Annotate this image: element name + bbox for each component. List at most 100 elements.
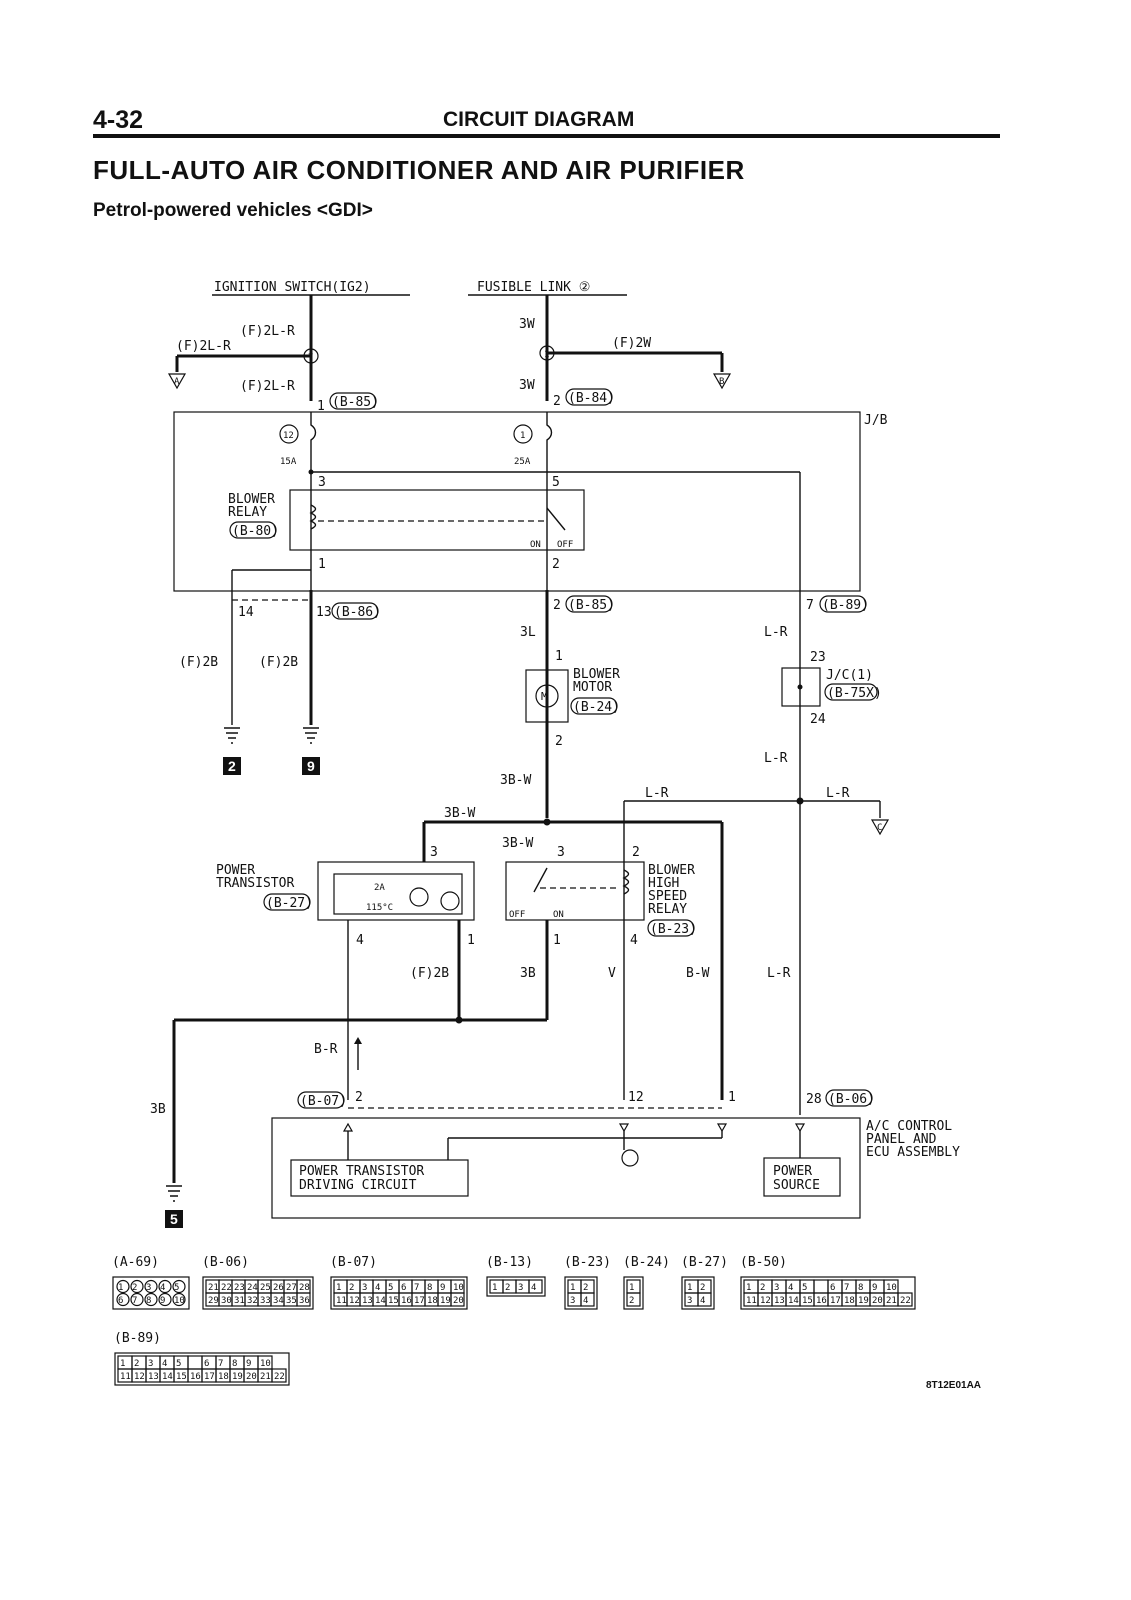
wire-br: B-R bbox=[314, 1042, 338, 1057]
connector-pin-number: 31 bbox=[234, 1296, 245, 1306]
connector-pin bbox=[897, 1292, 913, 1307]
connector-pin-number: 4 bbox=[700, 1296, 705, 1306]
ground-9-icon bbox=[303, 727, 319, 744]
ground-5-icon bbox=[166, 1185, 182, 1202]
connector-pin-number: 19 bbox=[858, 1296, 869, 1306]
header-rule bbox=[93, 134, 1000, 138]
ground-2-icon bbox=[224, 727, 240, 744]
connector-pin-number: 20 bbox=[872, 1296, 883, 1306]
blower-relay-label-1: BLOWER bbox=[228, 492, 275, 507]
connector-pin bbox=[130, 1292, 144, 1307]
connector-b80-tag bbox=[229, 521, 277, 539]
blower-relay-label-2: RELAY bbox=[228, 505, 267, 520]
fuse-1-number: 1 bbox=[520, 431, 525, 441]
power-source-label-2: SOURCE bbox=[773, 1178, 820, 1193]
fuse-12-marker bbox=[279, 424, 299, 444]
wire-bw: B-W bbox=[686, 966, 710, 981]
offpage-a-icon bbox=[167, 373, 187, 390]
jc1-node bbox=[797, 684, 803, 690]
pin-24: 24 bbox=[810, 712, 826, 727]
pin-2-b85: 2 bbox=[553, 598, 561, 613]
connector-pin-number: 17 bbox=[830, 1296, 841, 1306]
connector-b85-top-tag bbox=[329, 392, 377, 410]
connector-pin-number: 2 bbox=[583, 1283, 588, 1293]
connector-pin-number: 8 bbox=[232, 1359, 237, 1369]
connector-view-label: (B-27) bbox=[681, 1255, 728, 1270]
ground-2-badge bbox=[223, 757, 241, 775]
jc1-box bbox=[781, 667, 821, 707]
connector-pin-number: 6 bbox=[204, 1359, 209, 1369]
connector-b27-tag bbox=[263, 893, 311, 911]
connector-view-label: (B-07) bbox=[330, 1255, 377, 1270]
connector-pin bbox=[144, 1279, 158, 1294]
connector-pin-number: 10 bbox=[453, 1283, 464, 1293]
connector-b85-top: (B-85) bbox=[332, 395, 379, 410]
pin-4-pt: 4 bbox=[356, 933, 364, 948]
wire-f2lr-2: (F)2L-R bbox=[240, 379, 295, 394]
connector-pin-number: 11 bbox=[746, 1296, 757, 1306]
connector-pin-number: 21 bbox=[260, 1372, 271, 1382]
connector-pin-number: 15 bbox=[388, 1296, 399, 1306]
pin-13: 13 bbox=[316, 605, 332, 620]
connector-b07: (B-07) bbox=[300, 1094, 347, 1109]
wire-3b-a: 3B bbox=[520, 966, 536, 981]
blower-motor-box bbox=[525, 669, 569, 723]
pin-4-hs: 4 bbox=[630, 933, 638, 948]
wire-3bw-a: 3B-W bbox=[500, 773, 531, 788]
pin-1-relay: 1 bbox=[318, 557, 326, 572]
connector-view-frame bbox=[202, 1276, 314, 1310]
fuse-12-icon bbox=[310, 412, 317, 456]
page-subtitle: Petrol-powered vehicles <GDI> bbox=[93, 200, 373, 221]
connector-b89: (B-89) bbox=[822, 598, 869, 613]
connector-pin-number: 21 bbox=[208, 1283, 219, 1293]
connector-pin-number: 12 bbox=[134, 1372, 145, 1382]
connector-pin-number: 4 bbox=[788, 1283, 793, 1293]
connector-pin bbox=[813, 1279, 829, 1294]
connector-pin-number: 20 bbox=[246, 1372, 257, 1382]
pin-1-b07: 1 bbox=[728, 1090, 736, 1105]
connector-pin-number: 2 bbox=[629, 1296, 634, 1306]
connector-b80: (B-80) bbox=[232, 524, 279, 539]
hs-relay-label-4: RELAY bbox=[648, 902, 687, 917]
connector-pin-number: 12 bbox=[349, 1296, 360, 1306]
connector-pin-number: 12 bbox=[760, 1296, 771, 1306]
relay-off: OFF bbox=[557, 540, 573, 550]
connector-pin-number: 9 bbox=[872, 1283, 877, 1293]
connector-b85-mid-tag bbox=[565, 595, 613, 613]
connector-pin-number: 18 bbox=[844, 1296, 855, 1306]
junction-1-icon bbox=[539, 345, 555, 361]
connector-b89-tag bbox=[819, 595, 867, 613]
section-title: CIRCUIT DIAGRAM bbox=[443, 108, 635, 131]
power-source-box bbox=[763, 1157, 841, 1197]
pin-1-motor: 1 bbox=[555, 649, 563, 664]
connector-pin-number: 13 bbox=[148, 1372, 159, 1382]
connector-b86: (B-86) bbox=[334, 605, 381, 620]
connector-b24-tag bbox=[570, 697, 618, 715]
connector-pin-number: 3 bbox=[148, 1359, 153, 1369]
jb-label: J/B bbox=[864, 413, 888, 428]
document-code: 8T12E01AA bbox=[926, 1380, 982, 1391]
connector-pin-number: 1 bbox=[687, 1283, 692, 1293]
connector-pin-number: 19 bbox=[440, 1296, 451, 1306]
connector-pin bbox=[172, 1292, 186, 1307]
pt-drive-label-1: POWER TRANSISTOR bbox=[299, 1164, 424, 1179]
pin-1-b85: 1 bbox=[317, 399, 325, 414]
connector-pin-number: 11 bbox=[120, 1372, 131, 1382]
connector-pin bbox=[158, 1292, 172, 1307]
wire-3w-2: 3W bbox=[519, 378, 535, 393]
pt-driving-circuit-box bbox=[290, 1159, 469, 1197]
connector-pin-number: 1 bbox=[570, 1283, 575, 1293]
connector-view-frame bbox=[564, 1276, 598, 1310]
connector-b75x-tag bbox=[824, 683, 878, 701]
bus-node bbox=[308, 469, 314, 475]
connector-pin-number: 10 bbox=[260, 1359, 271, 1369]
hs-relay-label-2: HIGH bbox=[648, 876, 679, 891]
connector-b07-tag bbox=[297, 1091, 345, 1109]
wire-f2lr-left: (F)2L-R bbox=[176, 339, 231, 354]
connector-pin-number: 7 bbox=[844, 1283, 849, 1293]
page-title: FULL-AUTO AIR CONDITIONER AND AIR PURIFI… bbox=[93, 155, 745, 185]
connector-pin-number: 7 bbox=[218, 1359, 223, 1369]
connector-pin-number: 9 bbox=[246, 1359, 251, 1369]
pin-14: 14 bbox=[238, 605, 254, 620]
connector-pin-number: 6 bbox=[830, 1283, 835, 1293]
